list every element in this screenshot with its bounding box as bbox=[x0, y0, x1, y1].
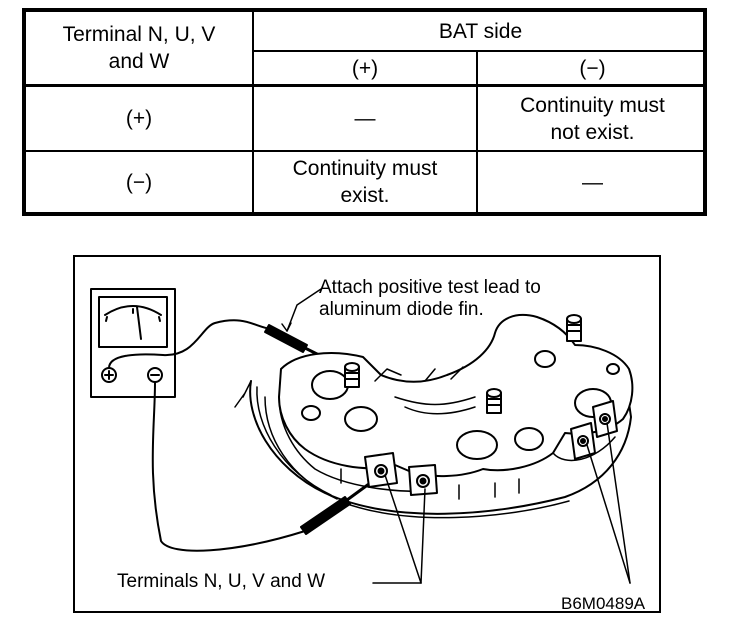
row-positive-bat-positive-text: — bbox=[354, 107, 376, 130]
terminal-tab-right-upper bbox=[592, 400, 618, 438]
rectifier-assembly bbox=[234, 314, 634, 519]
leader-lines bbox=[281, 288, 631, 584]
header-bat-positive-text: (+) bbox=[351, 56, 379, 80]
diode-rectifier-illustration bbox=[90, 288, 634, 584]
stud-center bbox=[486, 388, 502, 414]
callout-positive-lead: Attach positive test lead to aluminum di… bbox=[319, 277, 541, 320]
terminal-tab-left bbox=[364, 452, 398, 488]
row-positive-bat-negative-text: Continuity must not exist. bbox=[520, 93, 665, 144]
table-divider-col1 bbox=[252, 12, 254, 212]
header-terminal-text: Terminal N, U, V and W bbox=[62, 23, 216, 73]
terminal-tab-right-lower bbox=[570, 422, 596, 460]
header-terminal: Terminal N, U, V and W bbox=[26, 12, 252, 84]
terminal-tab-middle bbox=[408, 464, 438, 496]
negative-test-probe bbox=[300, 479, 375, 535]
row-negative-terminal: (−) bbox=[26, 152, 252, 212]
row-negative-terminal-text: (−) bbox=[125, 170, 153, 194]
figure-code: B6M0489A bbox=[561, 594, 646, 613]
header-bat-side: BAT side bbox=[254, 12, 707, 50]
row-negative-bat-negative: — bbox=[478, 152, 707, 212]
table-divider-col2 bbox=[476, 50, 478, 212]
table-divider-header bbox=[26, 84, 707, 87]
row-positive-bat-negative: Continuity must not exist. bbox=[478, 87, 707, 150]
header-bat-positive: (+) bbox=[254, 52, 476, 84]
row-negative-bat-positive: Continuity must exist. bbox=[254, 152, 476, 212]
diode-test-figure: Attach positive test lead to aluminum di… bbox=[73, 255, 661, 613]
callout-terminals: Terminals N, U, V and W bbox=[117, 571, 325, 592]
row-positive-terminal-text: (+) bbox=[125, 107, 153, 130]
row-negative-bat-negative-text: — bbox=[582, 170, 603, 194]
header-bat-negative-text: (−) bbox=[579, 56, 606, 80]
row-positive-bat-positive: — bbox=[254, 87, 476, 150]
stud-left bbox=[344, 362, 360, 388]
header-bat-negative: (−) bbox=[478, 52, 707, 84]
row-negative-bat-positive-text: Continuity must exist. bbox=[292, 157, 438, 207]
row-positive-terminal: (+) bbox=[26, 87, 252, 150]
header-bat-side-text: BAT side bbox=[438, 19, 523, 43]
table-divider-row bbox=[26, 150, 707, 152]
table-divider-subheader bbox=[252, 50, 707, 52]
continuity-table: Terminal N, U, V and W BAT side (+) (−) … bbox=[22, 8, 707, 216]
stud-right bbox=[566, 314, 582, 342]
multimeter-icon bbox=[90, 288, 176, 398]
